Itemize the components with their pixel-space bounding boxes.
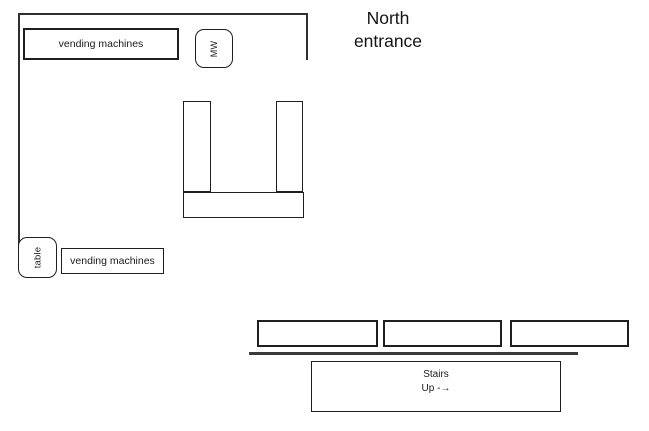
counter-box-3 [510,320,629,347]
stairs-box: Stairs Up -→ [311,361,561,412]
u-table-left-wing [183,101,211,192]
microwave-box: MW [195,29,233,68]
wall-top-line [18,13,308,15]
wall-left-line [18,13,20,251]
stairs-label: Stairs [423,369,449,380]
wall-right-line [306,13,308,60]
vending-machines-bottom-box: vending machines [61,248,164,274]
north-entrance-label: North entrance [329,7,447,53]
u-table-right-wing [276,101,303,192]
stairs-up-arrow-label: Up -→ [421,383,451,394]
counter-box-1 [257,320,378,347]
north-entrance-line2: entrance [353,31,423,51]
vending-machines-bottom-label: vending machines [70,255,155,267]
vending-machines-top-box: vending machines [23,28,179,60]
table-box: table [18,237,57,278]
table-label: table [31,246,43,269]
vending-machines-top-label: vending machines [58,38,144,50]
microwave-label: MW [209,40,219,57]
u-table-base [183,192,304,218]
north-entrance-line1: North [366,8,410,28]
divider-line [249,352,578,355]
counter-box-2 [383,320,502,347]
